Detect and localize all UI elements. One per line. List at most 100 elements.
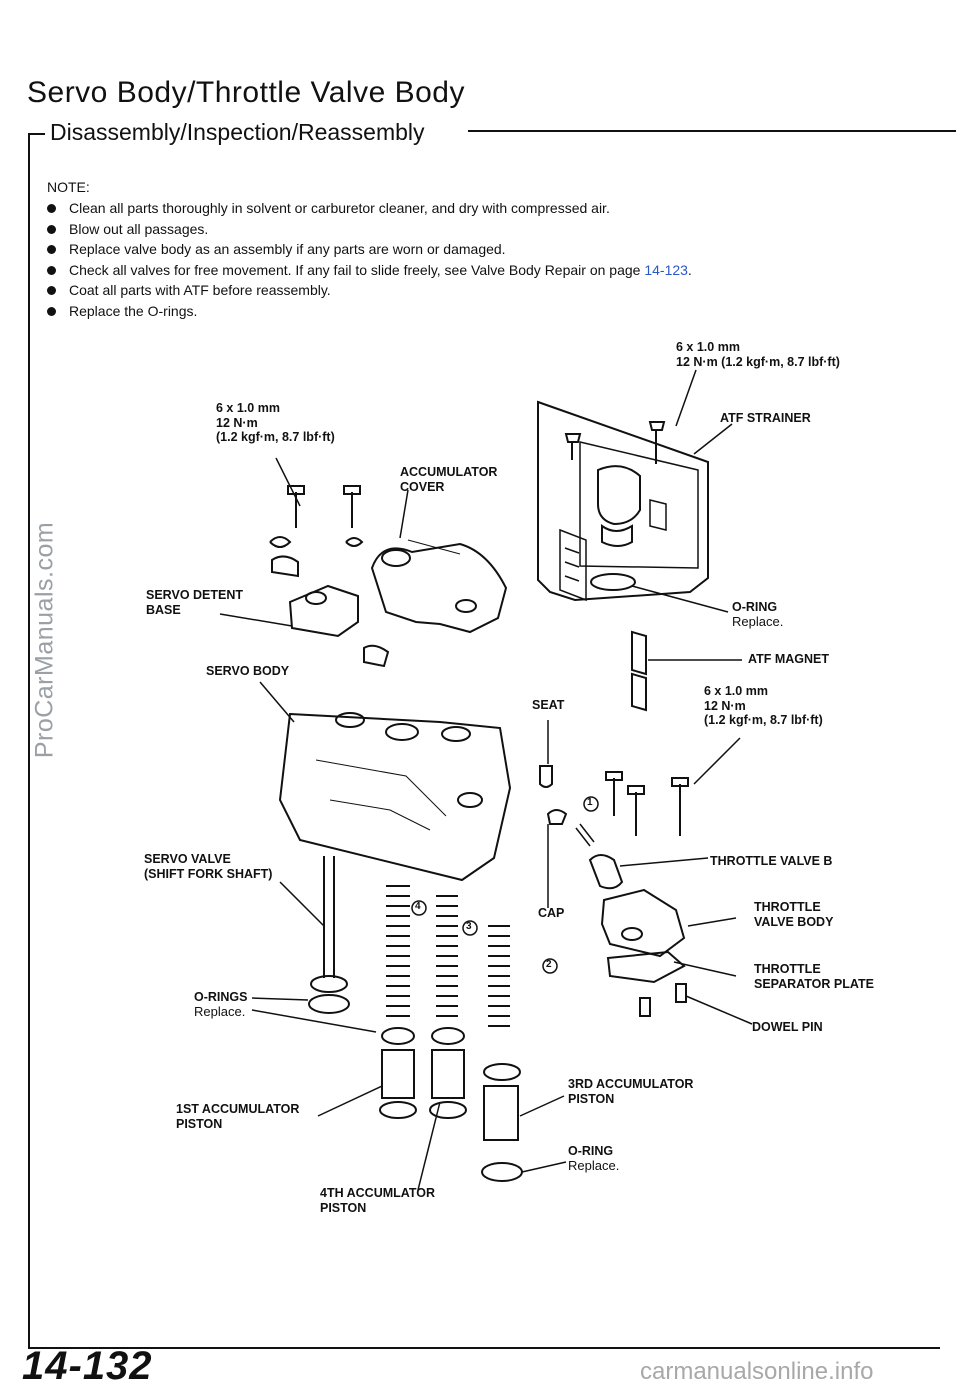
tv-bolt-b [627,785,645,836]
label-first-accumulator-piston: 1ST ACCUMULATOR PISTON [176,1102,300,1131]
piston-3-o-ring-bottom [481,1162,523,1182]
leader-fourth-accumulator-piston [417,1101,441,1191]
throttle-spring-1 [575,823,595,847]
label-atf-strainer: ATF STRAINER [720,411,811,425]
spring-4 [386,885,410,1017]
page-title: Servo Body/Throttle Valve Body [27,76,465,109]
servo-clip-a [269,536,292,548]
note-item: Coat all parts with ATF before reassembl… [47,280,692,301]
label-o-ring-bottom: O-RING Replace. [568,1144,620,1173]
label-servo-body: SERVO BODY [206,664,290,678]
servo-clip-b [345,537,364,547]
section-subtitle: Disassembly/Inspection/Reassembly [50,119,425,145]
bullet-icon [47,286,56,296]
detent-ball [363,644,390,668]
piston-3-o-ring-top [483,1063,521,1081]
note-item: Blow out all passages. [47,219,692,240]
strainer-tab [559,528,587,602]
note-item: Replace the O-rings. [47,301,692,322]
servo-body-port-a [335,712,365,728]
detent-base-hole [305,591,327,605]
leader-accumulator-cover [399,489,409,539]
footer-watermark[interactable]: carmanualsonline.info [640,1358,874,1385]
servo-body-port-b [385,723,419,741]
label-fourth-accumulator-piston: 4TH ACCUMLATOR PISTON [320,1186,436,1215]
accumulator-cover-boss [381,549,411,567]
leader-third-accumulator-piston [519,1095,565,1117]
detent-spring [271,555,299,578]
bullet-icon [47,224,56,234]
callout-4: 4 [415,901,421,912]
label-accumulator-cover: ACCUMULATOR COVER [400,465,498,494]
leader-o-ring-bottom [521,1161,567,1173]
label-servo-valve: SERVO VALVE (SHIFT FORK SHAFT) [144,852,273,881]
label-third-accumulator-piston: 3RD ACCUMULATOR PISTON [568,1077,694,1106]
page-number: 14-132 [22,1344,153,1388]
servo-body-shape [278,712,512,882]
leader-torque-mid-right [693,737,741,785]
fourth-accumulator-piston-shape [431,1049,465,1099]
accumulator-cover-hole [455,599,477,613]
leader-o-ring-top [631,585,729,613]
spring-2 [488,925,510,1027]
callout-2-circle [542,958,558,974]
strainer-bolt-a [564,433,582,460]
label-throttle-valve-body: THROTTLE VALVE BODY [754,900,834,929]
label-throttle-separator-plate: THROTTLE SEPARATOR PLATE [754,962,874,991]
leader-o-rings [251,997,377,1033]
atf-magnet-upper [631,630,647,676]
leader-throttle-valve-b [619,857,709,867]
leader-servo-detent-base [219,613,293,627]
first-accumulator-piston-shape [381,1049,415,1099]
bullet-icon [47,245,56,255]
piston-1-o-ring-top [381,1027,415,1045]
label-throttle-valve-b: THROTTLE VALVE B [710,854,833,868]
tv-bolt-a [605,771,623,816]
label-atf-magnet: ATF MAGNET [748,652,830,666]
strainer-bolt-b [648,421,666,464]
callout-1-circle [583,796,599,812]
seat-shape [539,765,553,788]
leader-throttle-valve-body [687,917,737,927]
exploded-view-diagram: 1 2 3 4 6 x 1.0 mm 12 N·m (1.2 kgf·m, 8.… [120,330,900,1230]
servo-valve-piston [310,975,348,993]
dowel-pin-b [675,983,687,1003]
atf-magnet-lower [631,672,647,712]
spring-3 [436,895,458,1017]
frame-bottom-rule [28,1347,940,1349]
atf-strainer-screen [579,441,699,569]
label-o-rings: O-RINGS Replace. [194,990,248,1019]
throttle-valve-b-shape [588,854,624,890]
leader-atf-strainer [693,423,733,455]
leader-torque-top-right [675,369,697,427]
label-dowel-pin: DOWEL PIN [752,1020,823,1034]
label-seat: SEAT [532,698,565,712]
atf-strainer-neck [601,524,633,547]
tv-bolt-c [671,777,689,836]
leader-servo-body [259,681,295,723]
piston-4-o-ring-top [431,1027,465,1045]
strainer-clip [649,499,667,531]
servo-body-port-c [441,726,471,742]
piston-4-o-ring-bottom [429,1101,467,1119]
atf-strainer-plate [537,400,709,602]
atf-strainer-elbow [597,465,641,526]
leader-throttle-separator-plate [673,961,737,977]
servo-bolt-b [343,485,361,528]
callout-3: 3 [466,921,472,932]
servo-valve-o-ring [308,994,350,1014]
subtitle-rule-left [28,133,45,135]
throttle-valve-body-shape [600,888,686,958]
third-accumulator-piston-shape [483,1085,519,1141]
throttle-separator-plate-shape [606,950,686,984]
cap-shape [546,809,568,825]
note-label: NOTE: [47,179,90,195]
piston-1-o-ring-bottom [379,1101,417,1119]
note-list: Clean all parts thoroughly in solvent or… [47,198,692,322]
page-link[interactable]: 14-123 [644,261,688,278]
leader-dowel-pin [685,995,753,1025]
callout-4-circle [411,900,427,916]
side-watermark: ProCarManuals.com [30,521,59,759]
callout-1: 1 [587,797,593,808]
torque-spec-top-right: 6 x 1.0 mm 12 N·m (1.2 kgf·m, 8.7 lbf·ft… [676,340,840,369]
